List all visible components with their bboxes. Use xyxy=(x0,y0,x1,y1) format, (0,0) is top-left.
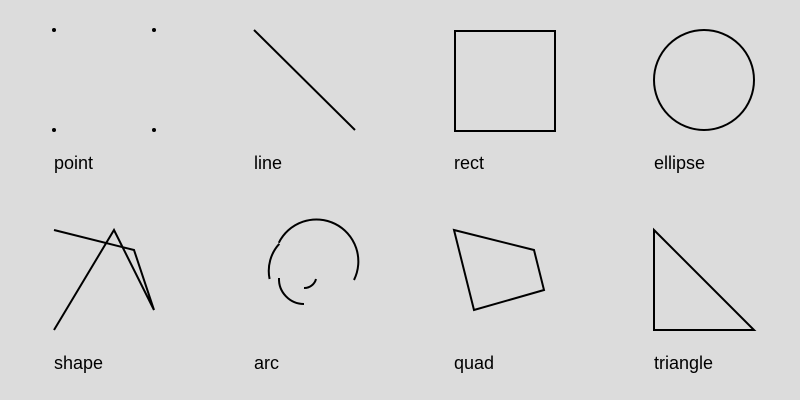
point-label: point xyxy=(54,153,94,173)
rect-label: rect xyxy=(454,153,485,173)
arc-inner xyxy=(277,277,305,305)
arc-small xyxy=(303,278,317,290)
shape-label: shape xyxy=(54,353,104,373)
ellipse-label: ellipse xyxy=(654,153,706,173)
arc-label: arc xyxy=(254,353,280,373)
arc-outer xyxy=(267,243,281,280)
point-dot-3 xyxy=(52,128,56,132)
arc-top xyxy=(277,218,360,281)
point-dot-2 xyxy=(152,28,156,32)
point-dot-1 xyxy=(52,28,56,32)
quad-label: quad xyxy=(454,353,495,373)
triangle-label: triangle xyxy=(654,353,714,373)
point-dot-4 xyxy=(152,128,156,132)
line-label: line xyxy=(254,153,283,173)
